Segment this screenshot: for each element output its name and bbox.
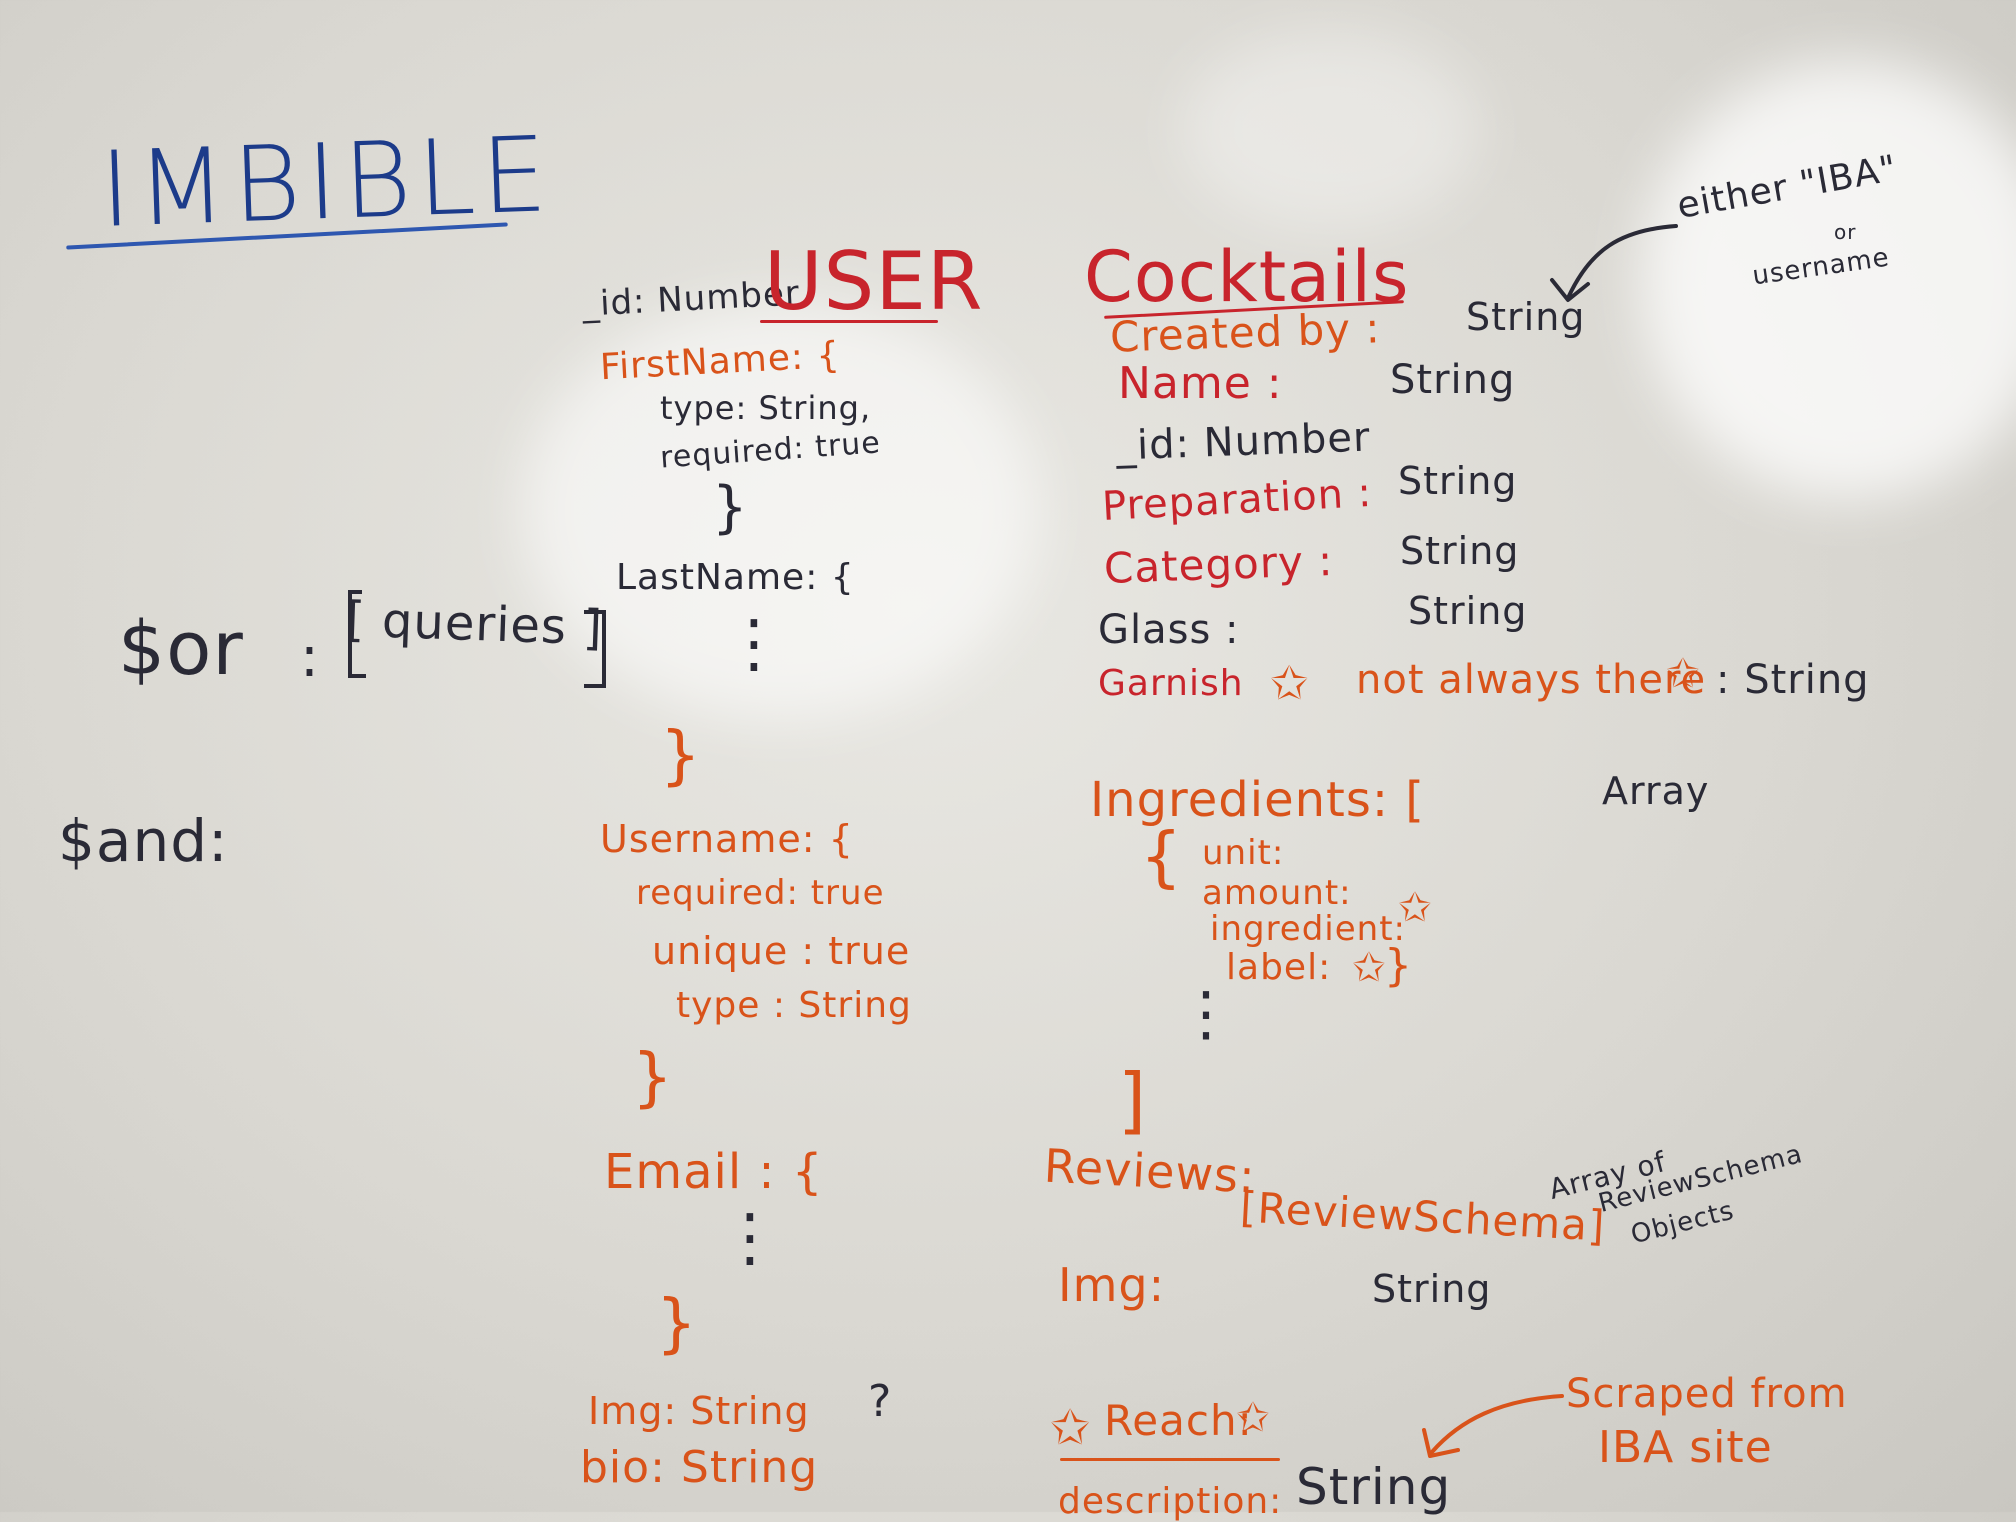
garnish-star-icon: ✩: [1270, 656, 1310, 710]
cocktails-preparation-field: Preparation :: [1100, 469, 1374, 531]
cocktails-createdby-field: Created by :: [1109, 303, 1382, 362]
and-operator: $and:: [58, 807, 229, 875]
cocktails-reach-field: Reach:: [1104, 1396, 1253, 1445]
user-firstname-type: type: String,: [660, 389, 872, 427]
ingredient-name-field: ingredient:: [1210, 909, 1407, 949]
ingredient-label-star-icon: ✩: [1352, 945, 1387, 991]
user-username-required: required: true: [636, 873, 885, 913]
cocktails-id-field: _id: Number: [1115, 414, 1372, 470]
cocktails-heading: Cocktails: [1084, 236, 1410, 318]
cocktails-img-field: Img:: [1058, 1258, 1166, 1312]
user-heading: USER: [764, 235, 984, 328]
or-colon: :: [300, 625, 320, 690]
user-bio-field: bio: String: [580, 1442, 819, 1493]
either-iba-note: either "IBA": [1674, 147, 1901, 228]
cocktails-createdby-type: String: [1466, 295, 1586, 339]
ingredient-star-icon: ✩: [1398, 885, 1433, 931]
user-lastname-dots: ⋮: [722, 607, 787, 681]
user-heading-underline: [760, 320, 938, 323]
scraped-note-line2: IBA site: [1598, 1422, 1773, 1473]
ingredients-close-brace: }: [1384, 940, 1413, 991]
user-lastname-close: }: [660, 719, 702, 793]
scraped-note-line1: Scraped from: [1566, 1371, 1848, 1417]
garnish-star-icon: ✩: [1666, 651, 1701, 697]
user-img-question: ?: [868, 1376, 893, 1427]
user-firstname-field: FirstName: {: [599, 334, 842, 389]
cocktails-img-type: String: [1372, 1267, 1492, 1311]
ingredients-open-brace: {: [1140, 818, 1183, 895]
reach-star-icon: ✩: [1236, 1395, 1271, 1441]
scraped-arrow: [1430, 1394, 1564, 1454]
user-lastname-field: LastName: {: [616, 557, 855, 598]
either-or-note: or: [1834, 220, 1857, 244]
user-img-field: Img: String: [588, 1389, 810, 1433]
board-glare: [1180, 30, 1480, 230]
user-email-field: Email : {: [604, 1144, 824, 1200]
cocktails-description-field: description:: [1058, 1481, 1283, 1522]
cocktails-ingredients-type: Array: [1602, 769, 1710, 813]
or-operator: $or: [118, 606, 244, 692]
reach-underline: [1060, 1458, 1280, 1461]
cocktails-description-type: String: [1296, 1458, 1452, 1516]
user-email-close: }: [656, 1287, 698, 1361]
user-username-close: }: [632, 1041, 674, 1115]
cocktails-garnish-field: Garnish: [1098, 663, 1244, 704]
cocktails-garnish-note: not always there: [1356, 657, 1707, 703]
or-value: [ queries ]: [345, 591, 604, 657]
cocktails-category-field: Category :: [1103, 536, 1335, 593]
user-firstname-required: required: true: [659, 425, 882, 476]
user-firstname-close: }: [712, 475, 749, 540]
cocktails-glass-field: Glass :: [1098, 607, 1240, 653]
ingredient-label-field: label:: [1226, 947, 1332, 988]
cocktails-name-type: String: [1390, 357, 1516, 403]
cocktails-glass-type: String: [1408, 589, 1528, 633]
ingredient-unit-field: unit:: [1202, 833, 1285, 873]
cocktails-name-field: Name :: [1118, 358, 1283, 409]
ingredients-close-bracket: ]: [1118, 1058, 1148, 1142]
cocktails-ingredients-field: Ingredients: [: [1090, 772, 1425, 828]
user-username-field: Username: {: [600, 817, 854, 861]
reach-star-icon: ✩: [1050, 1400, 1092, 1456]
ingredient-amount-field: amount:: [1202, 873, 1352, 913]
either-arrow: [1566, 224, 1678, 300]
cocktails-reviews-field: Reviews:: [1042, 1138, 1257, 1204]
cocktails-garnish-type: : String: [1716, 657, 1870, 703]
scraped-arrow-head: [1422, 1428, 1460, 1458]
user-username-type: type : String: [676, 985, 912, 1026]
ingredients-dots: ⋮: [1176, 979, 1237, 1049]
cocktails-category-type: String: [1400, 529, 1520, 573]
cocktails-preparation-type: String: [1398, 459, 1518, 503]
either-username-note: username: [1750, 242, 1892, 292]
user-email-dots: ⋮: [718, 1201, 783, 1275]
user-username-unique: unique : true: [652, 929, 911, 973]
